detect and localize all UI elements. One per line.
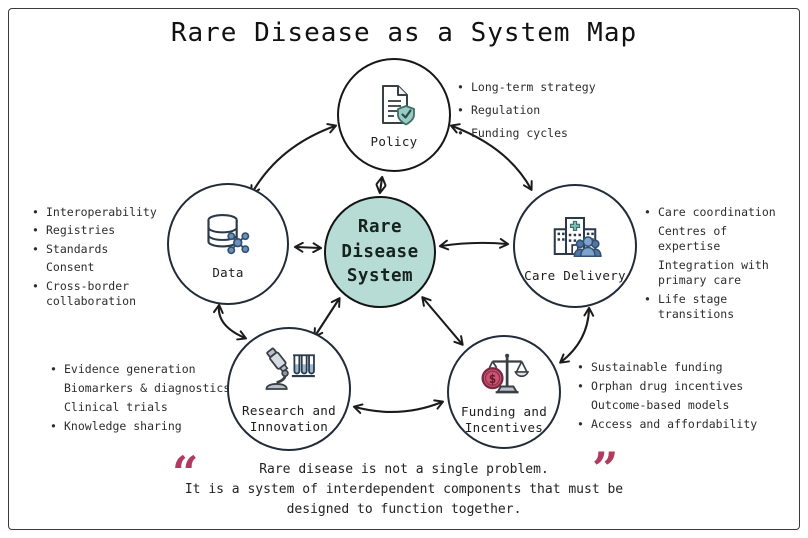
note-item: • Standards [32,242,164,257]
note-item: • Sustainable funding [577,360,757,375]
note-item: • Interoperability [32,205,164,220]
node-policy: Policy [337,58,451,172]
open-quote-icon: “ [172,446,199,500]
bullet-dot [32,260,46,275]
policy-notes-list: • Long-term strategy • Regulation • Funding c… [457,80,611,149]
arrow-research-funding [352,399,445,414]
bullet-dot [644,258,658,288]
bullet-dot: • [457,102,464,117]
note-item: Consent [32,260,164,275]
bullet-dot: • [32,223,39,238]
note-item: Outcome-based models [577,398,757,413]
note-text: Biomarkers & diagnostics [64,380,231,395]
bullet-dot: • [644,205,651,219]
database-network-icon [202,208,254,264]
node-funding-incentives-label: Funding and Incentives [460,403,548,435]
svg-text:$: $ [489,371,497,386]
close-quote-icon: ” [592,442,619,496]
arrow-data-policy [250,123,338,195]
note-item: • Knowledge sharing [50,419,230,434]
note-text: Orphan drug incentives [591,378,744,393]
note-text: Life stage transitions [658,291,735,321]
note-text: Funding cycles [471,125,568,140]
bullet-dot: • [32,205,39,219]
bullet-dot: • [644,291,651,306]
bullet-dot [577,398,591,413]
arrow-data-research [212,303,248,341]
arrow-center-funding [421,296,464,346]
note-item: • Care coordination [644,205,786,220]
note-item: Clinical trials [50,400,230,415]
note-text: Outcome-based models [591,397,730,412]
bullet-dot: • [457,125,464,140]
bullet-dot [50,381,64,396]
node-research-innovation-label: Research and Innovation [242,402,336,434]
node-funding-incentives: $ Funding and Incentives [447,335,561,449]
note-text: Registries [46,223,116,238]
node-research-innovation: Research and Innovation [227,327,351,451]
note-item: Integration with primary care [644,258,786,288]
hospital-people-icon [548,209,602,267]
bullet-dot: • [32,241,39,256]
note-item: • Orphan drug incentives [577,379,757,394]
bullet-dot: • [577,416,584,431]
note-item: • Registries [32,223,164,238]
node-data: Data [167,183,289,305]
note-text: Cross-border collaboration [46,278,137,308]
center-node-label: Rare Disease System [341,217,419,287]
arrow-center-data [293,241,323,254]
note-item: • Evidence generation [50,362,230,377]
note-item: Centres of expertise [644,224,786,254]
arrow-care-funding [559,306,595,364]
note-text: Centres of expertise [658,223,728,253]
bullet-dot: • [457,80,464,94]
node-policy-label: Policy [370,133,418,149]
bullet-dot: • [577,360,584,374]
policy-document-shield-check-icon [370,81,418,133]
note-text: Long-term strategy [471,80,596,94]
bullet-dot: • [577,378,584,393]
note-item: • Funding cycles [457,126,611,141]
bullet-dot: • [50,418,57,433]
note-text: Access and affordability [591,416,758,431]
node-care-delivery-label: Care Delivery [524,267,626,283]
arrow-policy-care [449,123,533,191]
note-item: • Cross-border collaboration [32,279,164,309]
node-care-delivery: Care Delivery [513,184,637,308]
bullet-dot: • [50,362,57,376]
note-text: Integration with primary care [658,257,769,287]
note-text: Standards [46,241,109,256]
bullet-dot: • [32,278,39,293]
arrow-center-research [313,297,341,338]
bullet-dot [644,224,658,254]
bullet-dot [50,400,64,415]
note-text: Clinical trials [64,399,168,414]
note-item: • Access and affordability [577,417,757,432]
center-node-rare-disease-system: Rare Disease System [324,196,436,308]
note-item: • Regulation [457,103,611,118]
funding-notes-list: • Sustainable funding • Orphan drug incenti… [577,360,757,436]
note-text: Consent [46,260,95,275]
note-text: Knowledge sharing [64,418,182,433]
note-text: Regulation [471,102,541,117]
microscope-test-tubes-icon [262,344,316,402]
note-text: Care coordination [658,205,776,219]
note-text: Interoperability [46,205,157,219]
page-title: Rare Disease as a System Map [170,18,638,48]
arrow-center-care [438,238,510,251]
note-item: • Life stage transitions [644,292,786,322]
note-item: • Long-term strategy [457,80,611,95]
node-data-label: Data [212,264,244,280]
note-text: Sustainable funding [591,360,723,374]
arrow-center-policy [375,175,387,195]
balance-scale-dollar-coin-icon: $ [479,349,530,403]
quote-text: Rare disease is not a single problem. It… [184,462,624,518]
note-text: Evidence generation [64,362,196,376]
note-item: Biomarkers & diagnostics [50,381,230,396]
